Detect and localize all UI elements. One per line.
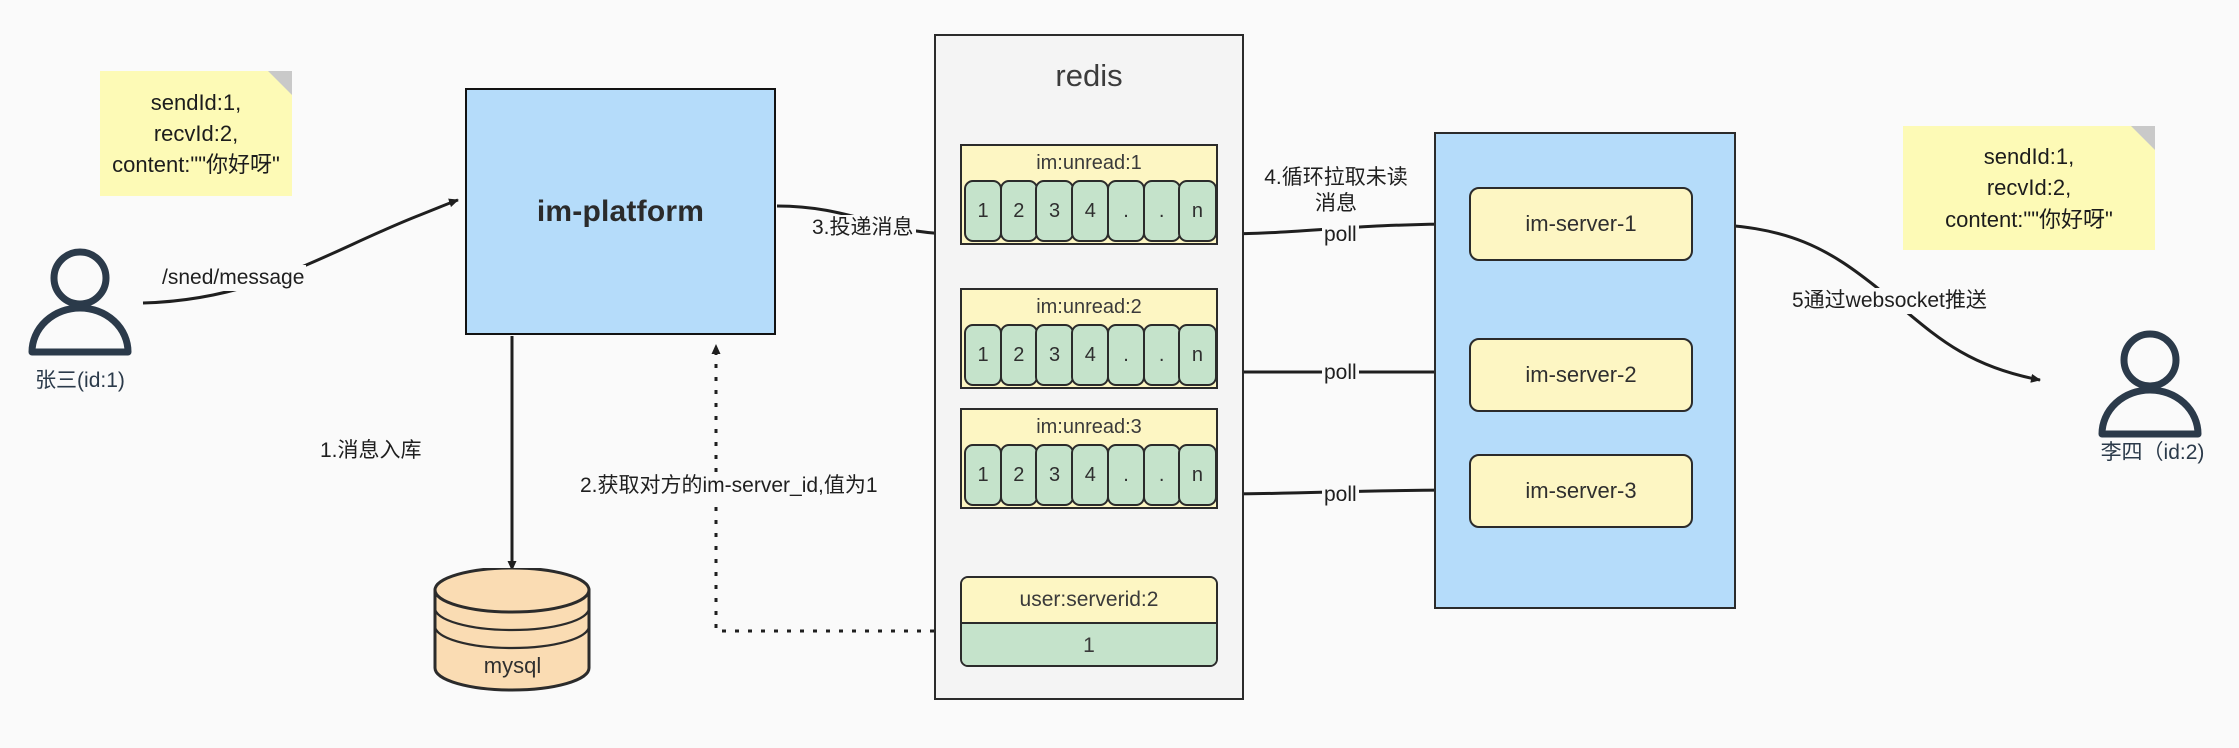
redis-cell: 4 [1071, 444, 1110, 506]
redis-cell: . [1142, 324, 1181, 386]
redis-key-group-im-unread-1[interactable]: im:unread:1 1 2 3 4 . . n [960, 144, 1218, 245]
edge-label-step3: 3.投递消息 [810, 215, 916, 242]
redis-kv-value: 1 [962, 624, 1216, 665]
redis-key-label-im-unread-2: im:unread:2 [1036, 296, 1142, 318]
note-left-text: sendId:1, recvId:2, content:""你好呀" [112, 89, 280, 178]
redis-cell: 3 [1035, 444, 1074, 506]
im-platform-label: im-platform [536, 194, 705, 228]
redis-container: redis im:unread:1 1 2 3 4 . . n im:unrea… [934, 34, 1244, 700]
redis-cell: . [1142, 444, 1181, 506]
redis-cell: 1 [964, 444, 1003, 506]
im-server-1-box[interactable]: im-server-1 [1469, 187, 1693, 261]
edge-label-step5: 5通过websocket推送 [1790, 288, 1989, 315]
actor-sender-label: 张三(id:1) [35, 369, 125, 392]
im-server-3-box[interactable]: im-server-3 [1469, 454, 1693, 528]
note-fold-corner-icon [2131, 126, 2155, 150]
redis-cell: n [1178, 180, 1217, 242]
actor-receiver-label: 李四（id:2) [2100, 441, 2205, 464]
redis-cell: 3 [1035, 180, 1074, 242]
im-server-1-label: im-server-1 [1525, 211, 1637, 236]
redis-cell: 1 [964, 180, 1003, 242]
redis-kv-user-serverid-2[interactable]: user:serverid:2 1 [960, 576, 1218, 667]
redis-cellrow-im-unread-1: 1 2 3 4 . . n [964, 180, 1217, 242]
redis-key-label-im-unread-1: im:unread:1 [1036, 152, 1142, 174]
mysql-database-icon [433, 568, 591, 692]
edge-step2-dotted [711, 344, 960, 633]
redis-kv-key-label: user:serverid:2 [962, 578, 1216, 624]
mysql-label: mysql [483, 653, 542, 678]
redis-cell: 4 [1071, 324, 1110, 386]
redis-cell: . [1106, 180, 1146, 242]
redis-title: redis [1055, 58, 1123, 93]
redis-cell: 2 [999, 444, 1038, 506]
redis-cell: 2 [999, 324, 1038, 386]
im-server-2-label: im-server-2 [1525, 362, 1637, 387]
actor-receiver [2098, 330, 2202, 438]
redis-cell: . [1106, 324, 1146, 386]
edge-label-poll-2: poll [1322, 360, 1359, 387]
edge-send-message [142, 198, 459, 305]
im-server-cluster-container: im-server-1 im-server-2 im-server-3 [1434, 132, 1736, 609]
redis-cellrow-im-unread-2: 1 2 3 4 . . n [964, 324, 1217, 386]
im-server-2-box[interactable]: im-server-2 [1469, 338, 1693, 412]
redis-cell: n [1178, 444, 1217, 506]
redis-key-label-im-unread-3: im:unread:3 [1036, 416, 1142, 438]
redis-cell: 1 [964, 324, 1003, 386]
redis-key-group-im-unread-2[interactable]: im:unread:2 1 2 3 4 . . n [960, 288, 1218, 389]
edge-label-step4: 4.循环拉取未读消息 [1254, 165, 1418, 218]
im-server-3-label: im-server-3 [1525, 478, 1637, 503]
redis-cell: n [1178, 324, 1217, 386]
edge-label-poll-1: poll [1322, 222, 1359, 249]
redis-key-group-im-unread-3[interactable]: im:unread:3 1 2 3 4 . . n [960, 408, 1218, 509]
edge-label-send-message: /sned/message [160, 265, 307, 292]
note-left-message-payload: sendId:1, recvId:2, content:""你好呀" [100, 71, 292, 196]
redis-cell: 4 [1071, 180, 1110, 242]
redis-cell: 2 [999, 180, 1038, 242]
redis-cell: . [1142, 180, 1181, 242]
note-right-text: sendId:1, recvId:2, content:""你好呀" [1945, 144, 2113, 232]
note-fold-corner-icon [268, 71, 292, 95]
redis-cellrow-im-unread-3: 1 2 3 4 . . n [964, 444, 1217, 506]
im-platform-box[interactable]: im-platform [465, 88, 776, 335]
note-right-message-payload: sendId:1, recvId:2, content:""你好呀" [1903, 126, 2155, 250]
redis-cell: 3 [1035, 324, 1074, 386]
redis-cell: . [1106, 444, 1146, 506]
edge-label-poll-3: poll [1322, 482, 1359, 509]
edge-label-step2: 2.获取对方的im-server_id,值为1 [578, 473, 880, 500]
actor-sender [28, 248, 132, 356]
edge-label-step1: 1.消息入库 [318, 438, 424, 465]
